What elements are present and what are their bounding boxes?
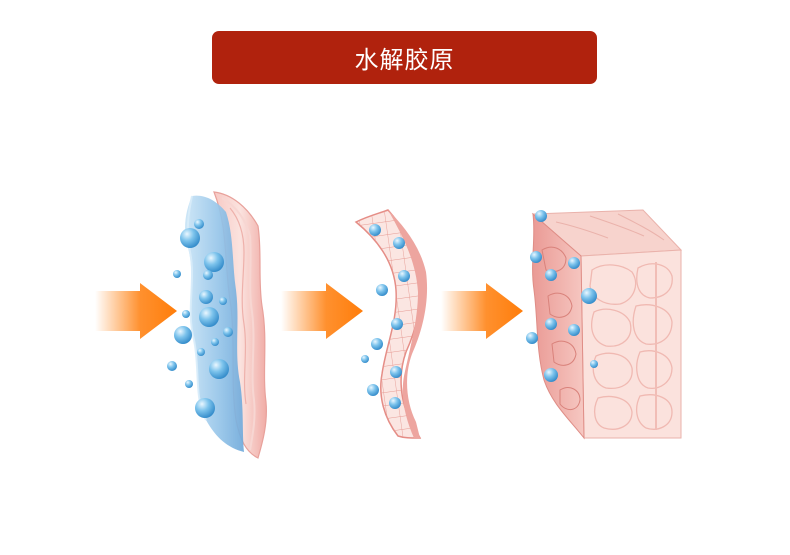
water-droplet-icon	[361, 224, 410, 409]
water-droplet-icon	[167, 219, 233, 418]
arrow-icon	[441, 283, 523, 339]
water-droplet-icon	[526, 210, 598, 382]
skin-tissue-block-icon	[531, 209, 683, 440]
page-title: 水解胶原	[354, 46, 455, 74]
arrow-icon	[95, 283, 177, 339]
title-banner: 水解胶原	[212, 31, 597, 84]
arrow-icon	[281, 283, 363, 339]
